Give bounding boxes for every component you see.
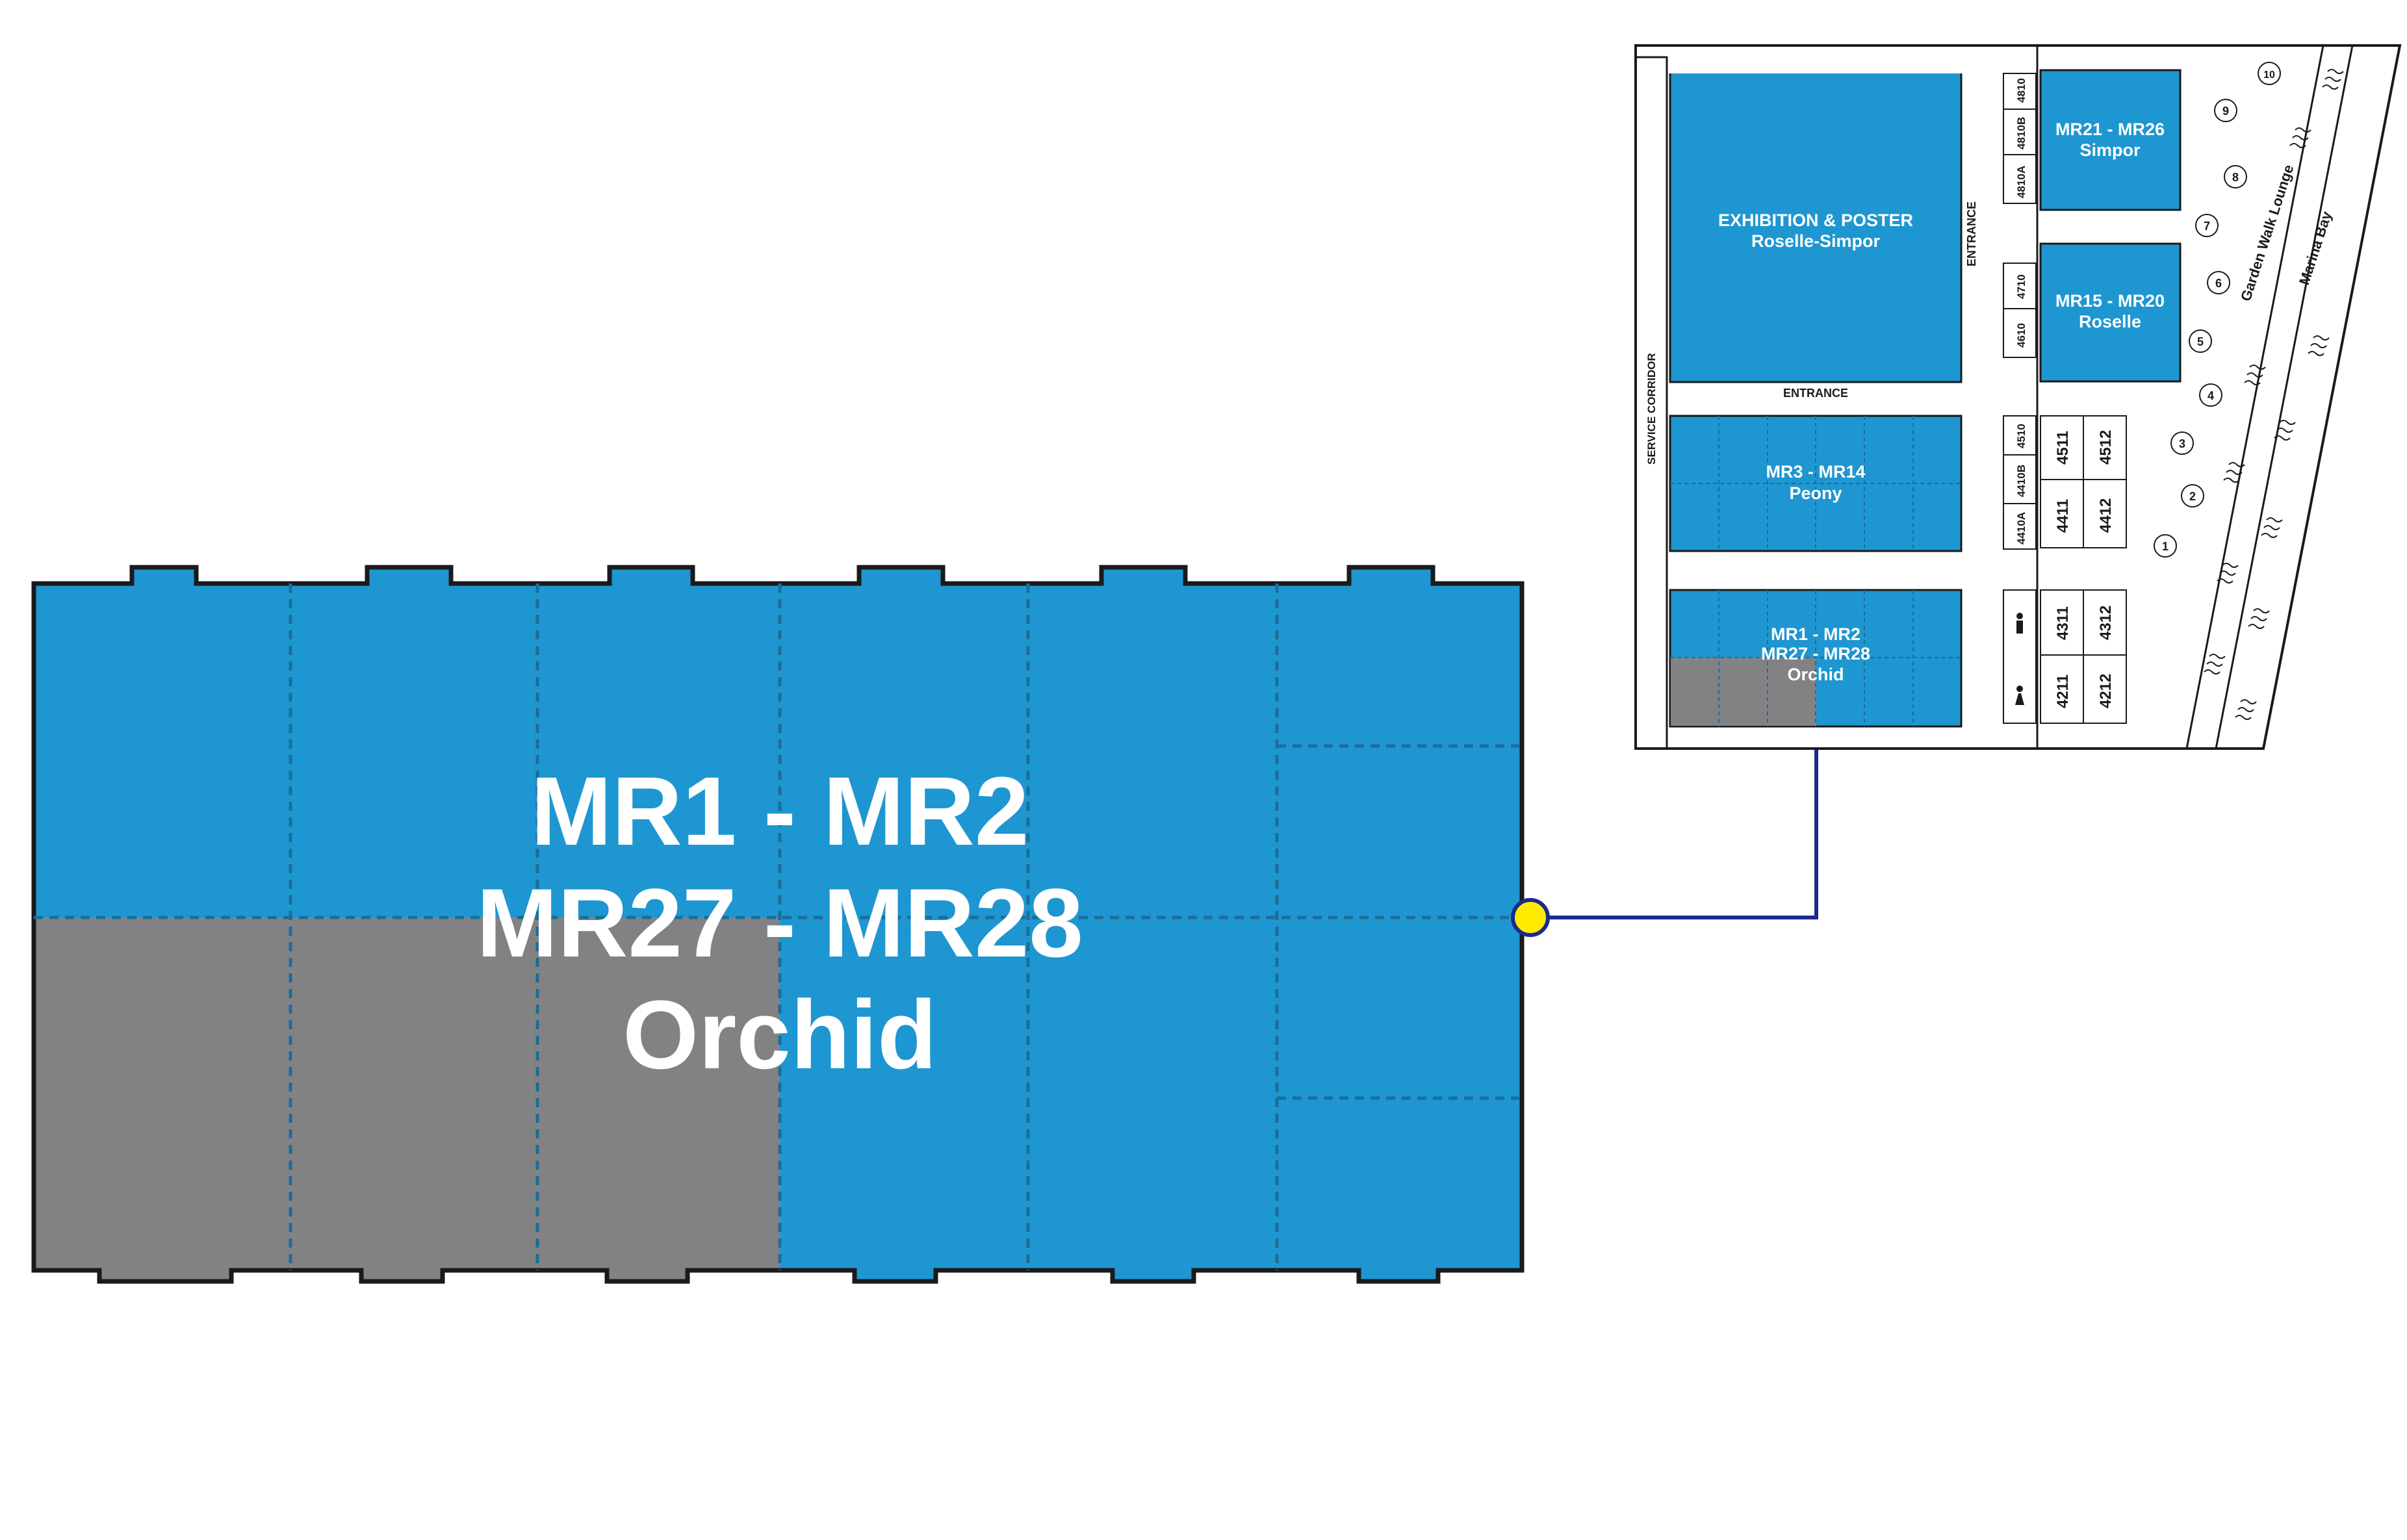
room-4410b-label: 4410B [2015, 465, 2027, 497]
service-corridor-strip [1634, 56, 1668, 750]
svg-text:8: 8 [2232, 171, 2239, 184]
simpor-label-line2: Simpor [2079, 140, 2141, 160]
room-4312-label: 4312 [2097, 606, 2115, 640]
room-4510-label: 4510 [2015, 424, 2027, 448]
exhibition-label-line2: Roselle-Simpor [1751, 231, 1881, 251]
room-4512-label: 4512 [2097, 430, 2115, 465]
male-restroom-icon [2016, 613, 2023, 634]
marker-enlarged [1511, 898, 1550, 937]
svg-text:2: 2 [2189, 490, 2196, 503]
svg-text:6: 6 [2215, 277, 2222, 290]
water-wave-icons [2204, 69, 2344, 720]
room-4411-label: 4411 [2054, 499, 2072, 533]
room-4810b-label: 4810B [2015, 117, 2027, 149]
svg-text:3: 3 [2179, 437, 2185, 450]
rooms-upper-labels: 4511 4512 4411 4412 [2054, 430, 2115, 533]
exhibition-hall[interactable]: EXHIBITION & POSTER Roselle-Simpor [1669, 73, 1963, 383]
simpor-label-line1: MR21 - MR26 [2055, 120, 2165, 139]
orchid-mini-line2: MR27 - MR28 [1761, 644, 1870, 663]
orchid-label-line1: MR1 - MR2 [531, 756, 1029, 866]
peony-room[interactable]: MR3 - MR14 Peony [1669, 415, 1963, 552]
svg-text:10: 10 [2263, 70, 2275, 81]
svg-text:7: 7 [2204, 220, 2210, 233]
exhibition-label-line1: EXHIBITION & POSTER [1718, 211, 1913, 230]
numbered-point-labels: 1 2 3 4 5 6 7 8 9 10 [2162, 70, 2275, 553]
room-4810-label: 4810 [2015, 78, 2027, 103]
orchid-room-border [31, 565, 1525, 1284]
room-4211-label: 4211 [2054, 674, 2072, 708]
entrance-horizontal-label: ENTRANCE [1783, 387, 1848, 400]
entrance-vertical-label: ENTRANCE [1965, 201, 1978, 266]
orchid-label-line2: MR27 - MR28 [476, 868, 1083, 977]
rooms-lower-labels: 4311 4312 4211 4212 [2054, 606, 2115, 708]
room-4212-label: 4212 [2097, 674, 2115, 708]
small-room-labels: 4810 4810B 4810A 4710 4610 4510 4410B 44… [2015, 78, 2027, 545]
roselle-label-line1: MR15 - MR20 [2055, 291, 2165, 311]
orchid-mini-line3: Orchid [1787, 665, 1844, 684]
service-corridor-label: SERVICE CORRIDOR [1645, 353, 1658, 465]
svg-text:1: 1 [2162, 540, 2169, 553]
enlarged-orchid-room[interactable]: MR1 - MR2 MR27 - MR28 Orchid [31, 565, 1525, 1284]
orchid-partition-lines [34, 584, 1522, 1270]
marina-bay-edge [2215, 45, 2354, 749]
svg-text:5: 5 [2197, 335, 2204, 348]
roselle-label-line2: Roselle [2079, 312, 2141, 331]
orchid-room-mini[interactable]: MR1 - MR2 MR27 - MR28 Orchid [1669, 589, 1963, 728]
roselle-room[interactable]: MR15 - MR20 Roselle [2039, 242, 2182, 383]
room-4511-label: 4511 [2054, 431, 2072, 465]
orchid-mini-line1: MR1 - MR2 [1771, 624, 1860, 644]
svg-text:4: 4 [2207, 389, 2214, 402]
room-4610-label: 4610 [2015, 323, 2027, 348]
room-4710-label: 4710 [2015, 274, 2027, 299]
female-restroom-icon [2015, 686, 2024, 705]
garden-walk-edge [2185, 45, 2324, 749]
orchid-label-line3: Orchid [623, 980, 936, 1089]
rooms-lower-grid [2040, 589, 2127, 724]
svg-text:9: 9 [2222, 105, 2229, 118]
room-4410a-label: 4410A [2015, 512, 2027, 545]
numbered-points [2154, 62, 2281, 558]
peony-label-line2: Peony [1789, 483, 1842, 503]
room-4311-label: 4311 [2054, 606, 2072, 640]
small-rooms-column [2003, 73, 2037, 550]
room-4810a-label: 4810A [2015, 166, 2027, 198]
simpor-room[interactable]: MR21 - MR26 Simpor [2039, 69, 2182, 211]
peony-label-line1: MR3 - MR14 [1766, 462, 1865, 481]
orchid-grey-section [34, 918, 780, 1281]
rooms-upper-grid [2040, 415, 2127, 548]
room-4412-label: 4412 [2097, 498, 2115, 533]
minimap: SERVICE CORRIDOR EXHIBITION & POSTER Ros… [1634, 44, 2402, 750]
